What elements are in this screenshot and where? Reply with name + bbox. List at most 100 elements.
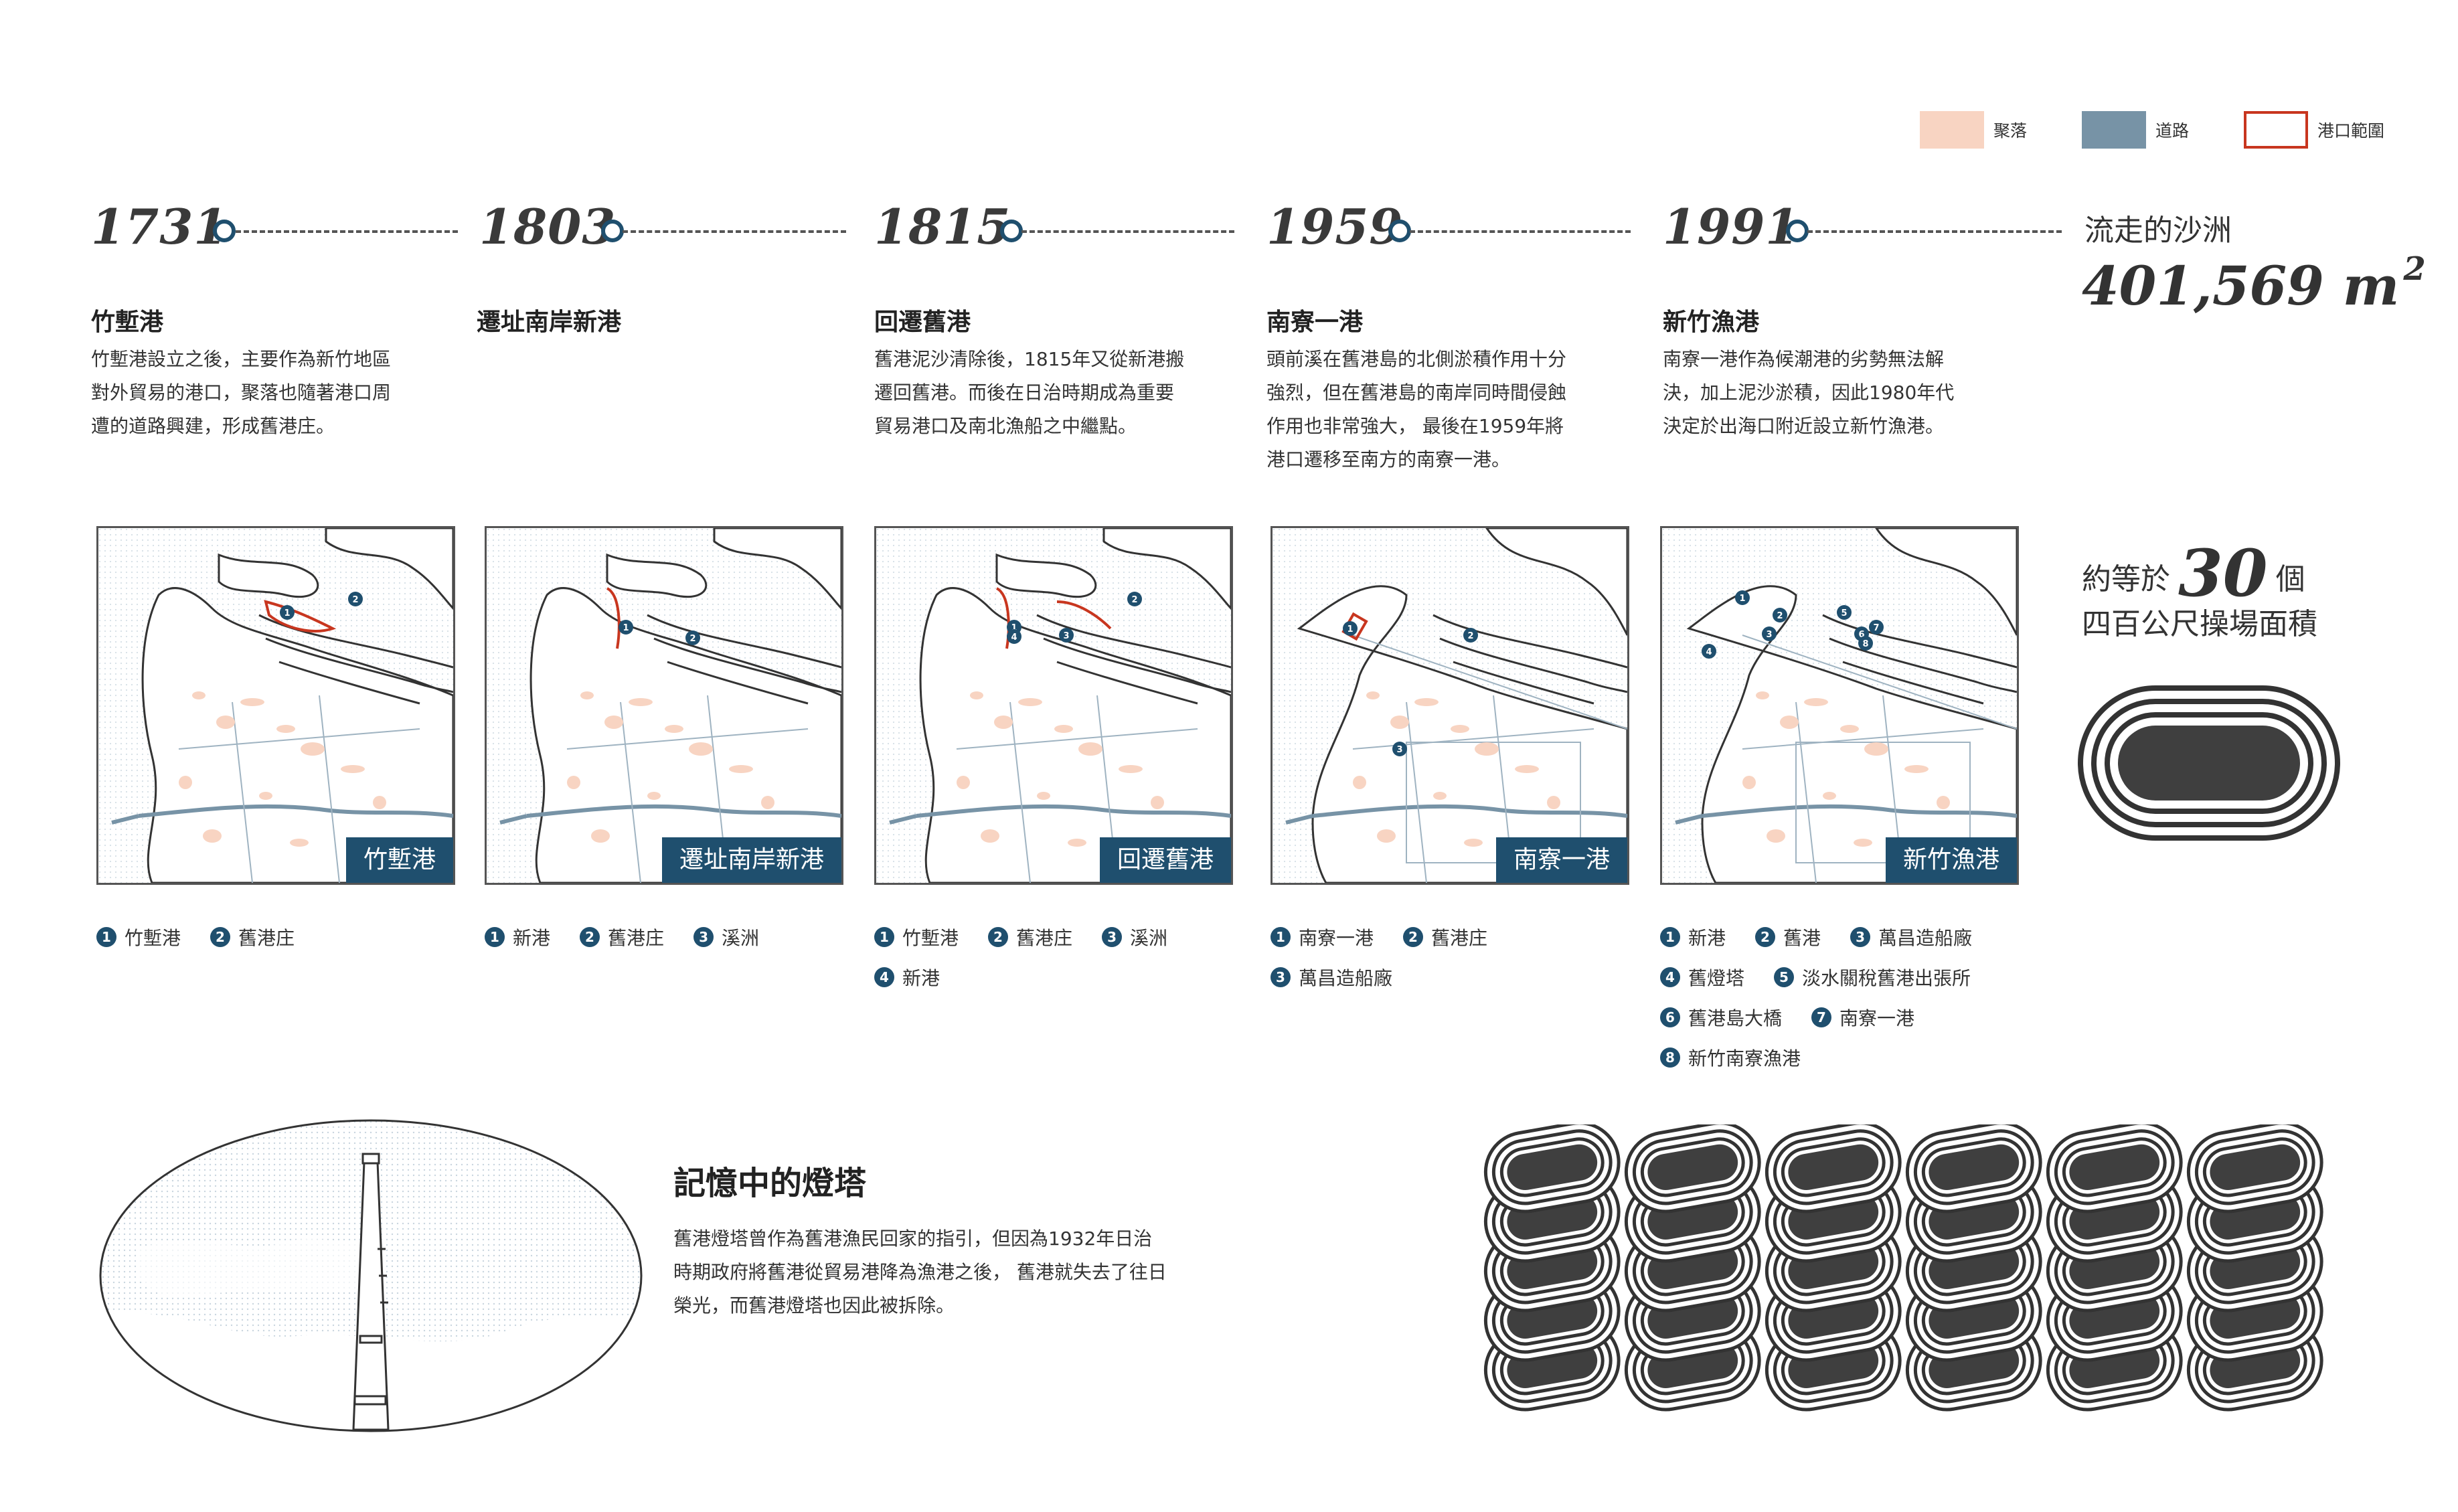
svg-text:3: 3 [1396,745,1402,755]
key-label: 新港 [902,967,940,989]
key-label: 竹塹港 [902,927,959,949]
svg-text:5: 5 [1841,608,1847,618]
key-row: 4 舊燈塔 5 淡水關稅舊港出張所 [1660,957,1972,997]
track-grid-item [1905,1124,2042,1213]
timeline-dot [1786,220,1809,242]
key-label: 新港 [1688,927,1726,949]
key-number-badge: 2 [580,927,600,947]
key-label: 竹塹港 [125,927,181,949]
sand-unit-exponent: 2 [2403,250,2426,288]
period-title: 南寮一港 [1266,309,1364,336]
year-1: 1803 [479,198,617,255]
year-0: 1731 [91,198,228,255]
timeline-dashed-line [1807,230,2062,233]
legend-item-road: 道路 [2082,111,2189,149]
svg-text:1: 1 [1739,594,1745,604]
period-description: 舊港泥沙清除後，1815年又從新港搬 遷回舊港。而後在日治時期成為重要 貿易港口… [874,348,1185,437]
legend-item-settlement: 聚落 [1920,111,2027,149]
svg-text:1: 1 [1347,624,1353,635]
year-2: 1815 [874,198,1011,255]
key-label: 舊港庄 [1016,927,1073,949]
map-label: 回遷舊港 [1099,837,1231,883]
key-label: 舊港島大橋 [1688,1007,1783,1029]
key-label: 舊燈塔 [1688,967,1745,989]
map-label: 南寮一港 [1495,837,1627,883]
legend-item-harbor: 港口範圍 [2244,111,2384,149]
key-number-badge: 3 [1102,927,1123,947]
track-grid [1483,1124,2323,1412]
svg-text:2: 2 [689,634,695,644]
key-item: 2 舊港庄 [580,924,664,950]
key-number-badge: 1 [874,927,894,947]
map-label: 竹塹港 [345,837,453,883]
key-number-badge: 6 [1660,1007,1680,1027]
timeline-dashed-line [236,230,458,233]
key-item: 8 新竹南寮漁港 [1660,1044,1801,1071]
key-number-badge: 2 [210,927,231,947]
key-label: 舊港庄 [608,927,665,949]
legend-label: 聚落 [1993,121,2028,141]
equivalent-line2: 四百公尺操場面積 [2082,607,2317,641]
key-label: 舊港 [1783,927,1821,949]
map-svg: 1 2 3 [1273,528,1627,883]
key-number-badge: 5 [1774,967,1795,987]
key-label: 新港 [513,927,551,949]
key-label: 淡水關稅舊港出張所 [1802,967,1971,989]
key-number-badge: 2 [988,927,1009,947]
road-swatch [2082,111,2147,149]
key-label: 新竹南寮漁港 [1688,1047,1801,1070]
svg-text:8: 8 [1862,639,1868,649]
key-number-badge: 2 [1403,927,1424,947]
svg-text:4: 4 [1011,633,1017,643]
key-number-badge: 1 [1271,927,1291,947]
key-number-badge: 1 [96,927,116,947]
period-description: 竹塹港設立之後，主要作為新竹地區 對外貿易的港口，聚落也隨著港口周 遭的道路興建… [91,348,392,437]
svg-text:7: 7 [1873,623,1879,633]
timeline-dot [1000,220,1023,242]
key-number-badge: 1 [1660,927,1680,947]
period-title: 回遷舊港 [874,309,971,336]
key-item: 1 南寮一港 [1271,924,1374,950]
key-label: 萬昌造船廠 [1878,927,1973,949]
key-number-badge: 8 [1660,1047,1680,1068]
key-label: 舊港庄 [238,927,295,949]
period-description: 南寮一港作為候潮港的劣勢無法解 決，加上泥沙淤積，因此1980年代 決定於出海口… [1663,348,1955,437]
equivalent-prefix: 約等於 [2082,562,2170,596]
equivalent-suffix: 個 [2275,562,2305,596]
key-number-badge: 3 [693,927,714,947]
key-number-badge: 4 [1660,967,1680,987]
svg-text:2: 2 [1131,595,1137,605]
period-description: 頭前溪在舊港島的北側淤積作用十分 強烈，但在舊港島的南岸同時間侵蝕 作用也非常強… [1266,348,1567,471]
svg-text:2: 2 [1467,631,1473,641]
legend-label: 道路 [2155,121,2190,141]
svg-text:6: 6 [1858,630,1864,640]
period-title: 竹塹港 [91,309,164,336]
period-title: 遷址南岸新港 [477,309,622,336]
track-grid-item [1483,1124,1621,1213]
key-item: 1 竹塹港 [874,924,959,950]
key-label: 南寮一港 [1299,927,1374,949]
equivalent-count: 30 [2178,535,2268,611]
key-item: 6 舊港島大橋 [1660,1004,1782,1031]
svg-text:3: 3 [1766,630,1772,640]
